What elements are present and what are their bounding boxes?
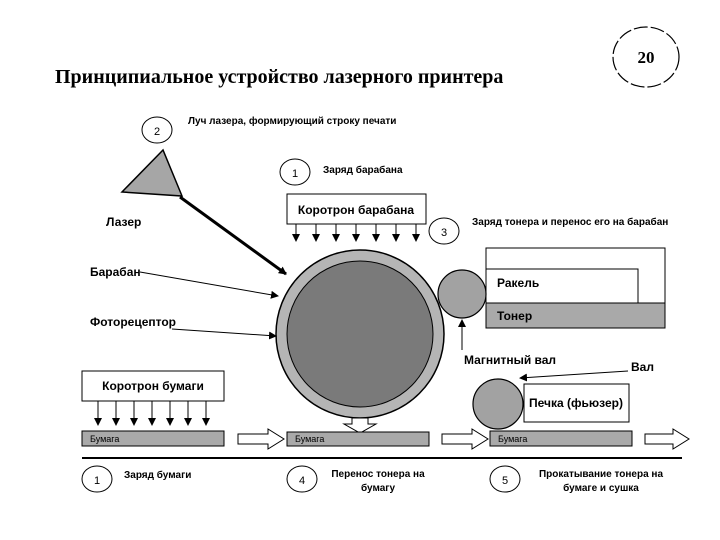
photoreceptor-label-arrow: [171, 328, 277, 340]
step-marker-1-top-label: 1: [292, 168, 298, 180]
paper-bar-3-label: Бумага: [498, 434, 527, 444]
page-number-circle: [612, 26, 680, 88]
laser-label: Лазер: [106, 215, 141, 229]
step-marker-3: [428, 217, 460, 245]
step-4-text-line-1: Перенос тонера на: [331, 469, 425, 480]
paper-corotron-box: [81, 370, 225, 402]
step-marker-2: [141, 116, 173, 144]
magnetic-roller: [437, 269, 487, 319]
step-marker-3-label: 3: [441, 227, 447, 239]
fuser-label: Печка (фьюзер): [529, 396, 623, 410]
transfer-arrow: [342, 417, 378, 434]
step-marker-4: [286, 465, 318, 493]
photoreceptor-label: Фоторецептор: [90, 315, 176, 329]
drum-charge-label: Заряд барабана: [323, 164, 403, 176]
drum-label-arrow: [139, 271, 279, 299]
laser-emitter: [120, 148, 184, 197]
doctor-blade-label: Ракель: [497, 276, 539, 290]
laser-beam-arrow: [179, 195, 287, 276]
step-marker-1-bottom-label: 1: [94, 475, 100, 487]
paper-bar-3: [489, 430, 633, 447]
step-marker-2-label: 2: [154, 126, 160, 138]
drum-corotron-arrows: [292, 224, 420, 242]
fuser-roller: [472, 378, 524, 430]
step-marker-4-label: 4: [299, 475, 305, 487]
step-5-text-line-2: бумаге и сушка: [563, 482, 639, 494]
toner-label: Тонер: [497, 309, 532, 323]
step-marker-1-top: [279, 158, 311, 186]
flow-arrow-3: [644, 428, 690, 450]
paper-bar-1-label: Бумага: [90, 434, 119, 444]
flow-arrow-2: [441, 428, 489, 450]
step-marker-5-label: 5: [502, 475, 508, 487]
laser-beam-label: Луч лазера, формирующий строку печати: [188, 115, 396, 127]
step-5-text-line-1: Прокатывание тонера на: [539, 469, 663, 480]
step-4-text-line-2: бумагу: [361, 482, 395, 494]
paper-bar-2: [286, 431, 430, 447]
step-marker-1-bottom: [81, 465, 113, 493]
drum-label: Барабан: [90, 265, 141, 279]
paper-bar-1: [81, 430, 225, 447]
magnetic-roller-label: Магнитный вал: [464, 353, 556, 367]
page-title: Принципиальное устройство лазерного прин…: [55, 66, 503, 88]
flow-arrow-1: [237, 428, 285, 450]
drum-inner: [286, 260, 434, 408]
paper-bar-2-label: Бумага: [295, 434, 324, 444]
doctor-blade-box: [485, 268, 639, 304]
paper-corotron-label: Коротрон бумаги: [102, 379, 204, 393]
step-1-text: Заряд бумаги: [124, 469, 191, 481]
toner-charge-label: Заряд тонера и перенос его на барабан: [472, 216, 668, 228]
page-number: 20: [638, 48, 655, 67]
step-marker-5: [489, 465, 521, 493]
drum-corotron-label: Коротрон барабана: [298, 203, 415, 217]
toner-box: [485, 302, 666, 329]
paper-corotron-arrows: [94, 401, 210, 426]
roller-label-arrow: [519, 370, 629, 382]
roller-label: Вал: [631, 360, 654, 374]
drum-corotron-box: [286, 193, 427, 225]
fuser-box: [523, 383, 630, 423]
